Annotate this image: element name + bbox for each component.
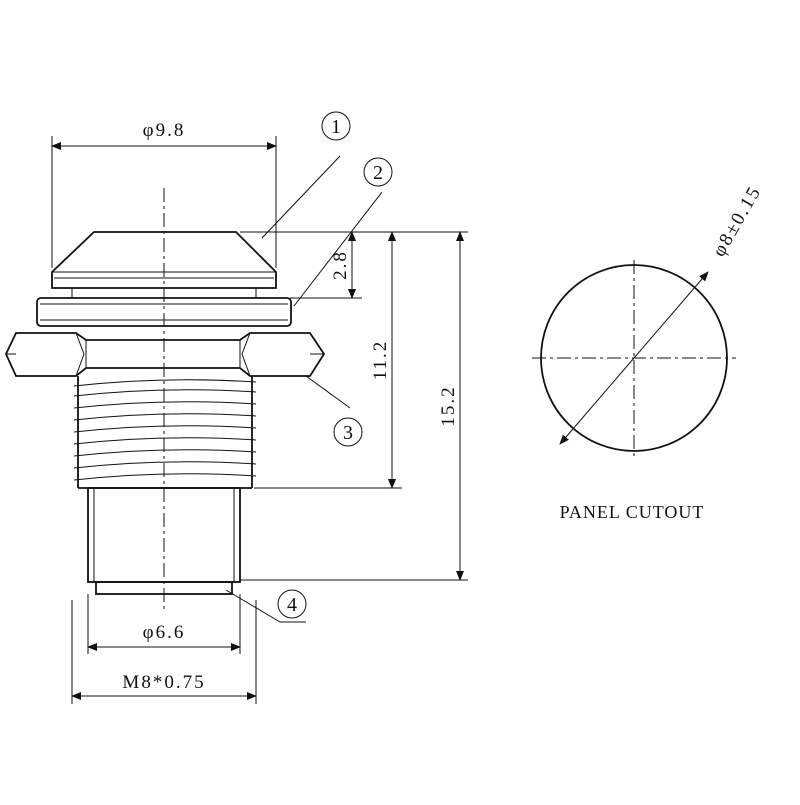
total-height-label: 15.2 [438,385,459,426]
dimension-thread-spec: M8*0.75 [71,600,257,704]
bottom-diameter-label: φ6.6 [143,622,186,643]
dimension-total-height: 15.2 [438,231,464,581]
callout-1: 1 [261,111,351,239]
callout-3-number: 3 [343,422,353,444]
panel-cutout-label: PANEL CUTOUT [560,502,705,522]
body-height-label: 11.2 [370,340,391,381]
threaded-body [73,376,257,489]
thread-spec-label: M8*0.75 [122,672,205,693]
callout-3: 3 [305,375,363,447]
hex-nut-part-3 [5,332,326,377]
connector-side-view [5,188,326,612]
callout-4-number: 4 [287,594,297,616]
panel-cutout-view: φ8±0.15 PANEL CUTOUT [532,182,766,522]
callout-4: 4 [225,589,307,623]
callout-2-number: 2 [373,162,383,184]
dimension-bottom-diameter: φ6.6 [87,594,241,654]
cutout-diameter-leader [559,271,709,445]
cutout-diameter-label: φ8±0.15 [709,182,766,260]
dimension-top-diameter: φ9.8 [51,120,277,268]
top-diameter-label: φ9.8 [143,120,186,141]
callout-2: 2 [293,157,393,307]
dimension-body-height: 11.2 [370,231,396,489]
head-height-label: 2.8 [330,250,351,280]
callout-1-number: 1 [331,116,341,138]
dimension-head-height: 2.8 [330,231,356,299]
